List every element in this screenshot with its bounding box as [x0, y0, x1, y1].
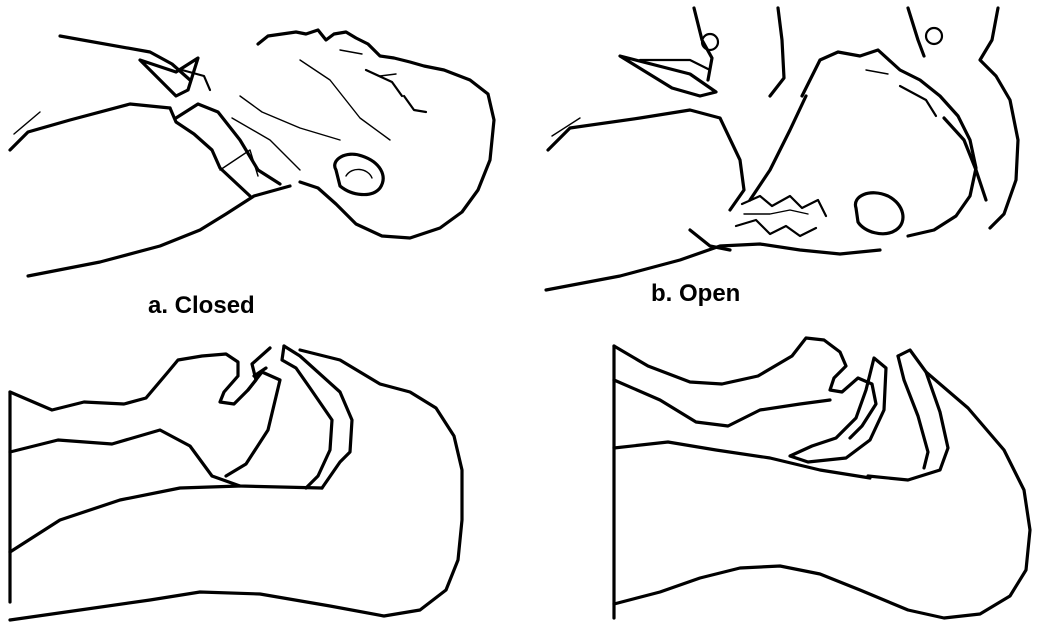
open-airway-cross-section — [614, 338, 1030, 618]
closed-airway-cross-section — [10, 346, 462, 620]
open-head-illustration — [546, 8, 1018, 290]
caption-open: b. Open — [651, 280, 740, 308]
closed-head-illustration — [10, 30, 494, 276]
caption-closed: a. Closed — [148, 292, 255, 320]
